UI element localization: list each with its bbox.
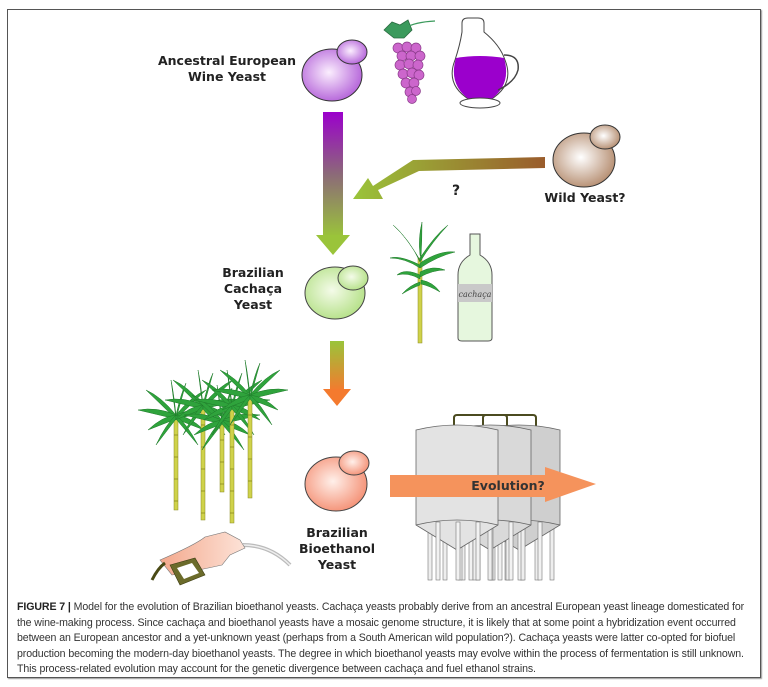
- fermentation-tank: [415, 424, 499, 581]
- figure-caption-text: Model for the evolution of Brazilian bio…: [17, 601, 745, 675]
- wild-yeast-label: Wild Yeast?: [544, 190, 625, 205]
- ancestral-label-line1: Ancestral European: [158, 53, 296, 68]
- evolution-arrow: Evolution?: [390, 467, 596, 502]
- ancestral-yeast-cell-icon: [301, 39, 368, 102]
- hybridization-question-mark: ?: [452, 183, 460, 199]
- cachaca-yeast-node: Brazilian Cachaça Yeast: [222, 265, 369, 320]
- wine-decanter-icon: [451, 17, 519, 109]
- fermentation-tanks-icon: [415, 414, 561, 581]
- bioethanol-yeast-cell-icon: [304, 450, 370, 512]
- grapes-icon: [383, 19, 436, 104]
- bioethanol-label-line2: Bioethanol: [299, 541, 375, 556]
- bioethanol-label-line1: Brazilian: [306, 525, 368, 540]
- wild-yeast-node: Wild Yeast?: [544, 124, 626, 205]
- ancestral-yeast-node: Ancestral European Wine Yeast: [158, 39, 368, 102]
- arrow-ancestral-to-cachaca: [316, 112, 350, 255]
- ancestral-label-line2: Wine Yeast: [188, 69, 266, 84]
- evolution-arrow-label: Evolution?: [471, 478, 544, 493]
- sugarcane-field-icon: [137, 359, 289, 524]
- cachaca-yeast-cell-icon: [304, 265, 369, 320]
- wild-yeast-cell-icon: [552, 124, 621, 188]
- sugarcane-stalk: [211, 359, 289, 499]
- cachaca-label-line3: Yeast: [233, 297, 272, 312]
- evolution-diagram: Ancestral European Wine Yeast: [137, 17, 626, 586]
- sugarcane-icon: [389, 221, 456, 344]
- cachaca-label-line2: Cachaça: [224, 281, 282, 296]
- fuel-nozzle-icon: [150, 531, 292, 586]
- cachaca-bottle-icon: cachaça: [457, 233, 493, 342]
- cachaca-label-line1: Brazilian: [222, 265, 284, 280]
- arrow-wild-to-cachaca: ?: [353, 157, 545, 199]
- sugarcane-stalk: [137, 379, 215, 511]
- bioethanol-yeast-node: Brazilian Bioethanol Yeast: [299, 450, 375, 572]
- bioethanol-label-line3: Yeast: [317, 557, 356, 572]
- arrow-cachaca-to-bioethanol: [323, 341, 351, 406]
- figure-frame: [7, 9, 761, 678]
- figure-caption-label: FIGURE 7 |: [17, 601, 71, 613]
- bottle-label: cachaça: [459, 290, 492, 299]
- figure-caption: FIGURE 7 | Model for the evolution of Br…: [17, 600, 752, 678]
